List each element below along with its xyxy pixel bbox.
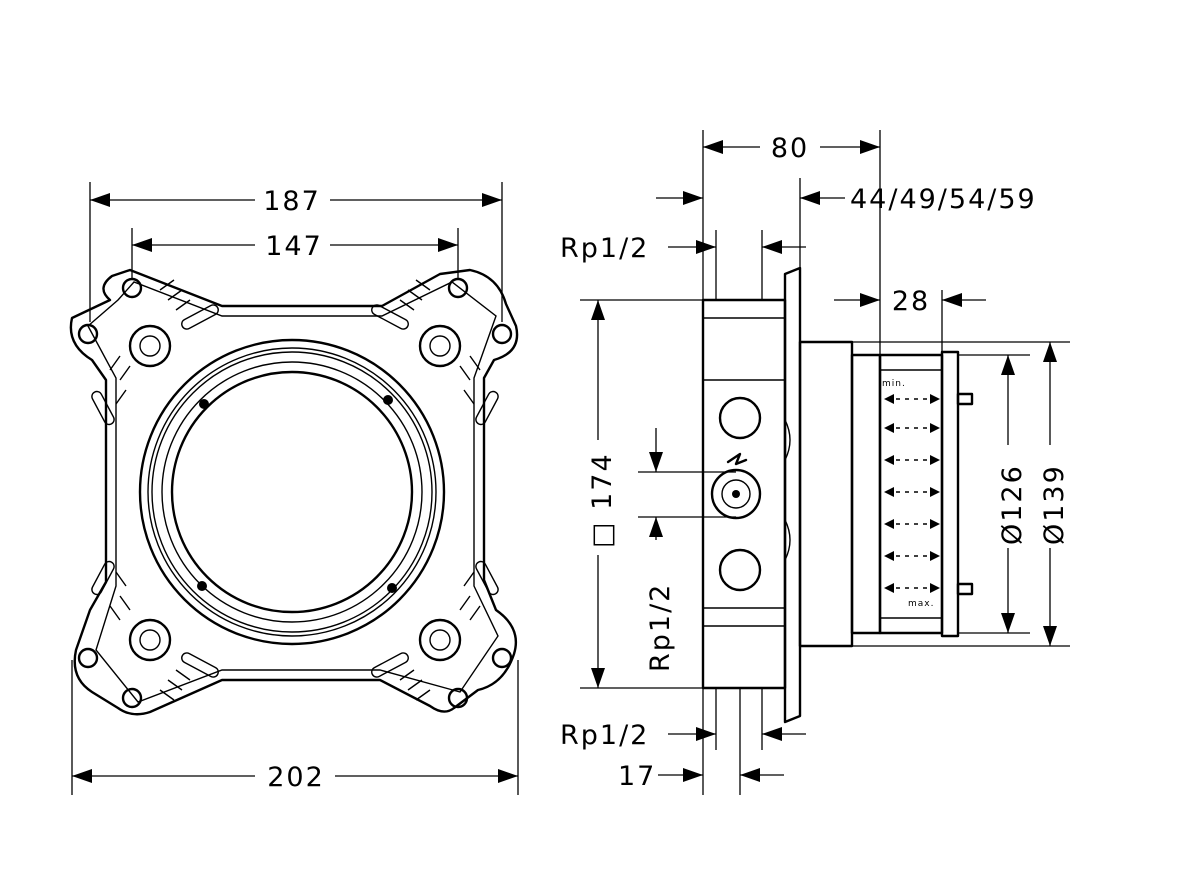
dim-d139: Ø139	[852, 341, 1070, 647]
ring-bolt	[199, 399, 209, 409]
dim-147-label: 147	[265, 231, 323, 262]
dim-187: 187	[89, 182, 503, 322]
dim-rp-vertical: Rp1/2	[638, 428, 736, 672]
dim-d126: Ø126	[958, 354, 1030, 634]
clip	[956, 582, 974, 596]
dim-depths-label: 44/49/54/59	[850, 184, 1037, 215]
port-center	[710, 468, 762, 520]
dim-rp-vertical-label: Rp1/2	[645, 583, 676, 672]
ring-bolt	[197, 581, 207, 591]
dim-147: 147	[131, 228, 459, 278]
dim-28: 28	[834, 286, 986, 352]
adjust-marks: min. max.	[882, 379, 940, 609]
dim-d139-label: Ø139	[1039, 464, 1070, 545]
front-view: 187 147 202	[69, 182, 519, 795]
dim-rp-top-label: Rp1/2	[560, 233, 649, 264]
port-bottom	[718, 548, 762, 592]
corner-hub-bottom-right	[371, 560, 513, 709]
plate-inner-outline	[87, 281, 499, 703]
dim-187-label: 187	[263, 186, 321, 217]
corner-hub-top-right	[371, 277, 513, 426]
flange-plate	[783, 266, 802, 724]
dim-202: 202	[71, 660, 519, 795]
dim-d126-label: Ø126	[997, 464, 1028, 545]
flow-arrow-icon	[726, 452, 748, 466]
sleeve	[850, 353, 882, 635]
dim-depths: 44/49/54/59	[656, 178, 1037, 268]
dim-28-label: 28	[892, 286, 930, 317]
dim-80-label: 80	[771, 133, 809, 164]
label-min: min.	[882, 379, 906, 389]
ring-4	[161, 361, 423, 623]
ring-bolt	[387, 583, 397, 593]
dim-202-label: 202	[267, 762, 325, 793]
ring-2	[147, 347, 437, 637]
cover-ring	[940, 350, 960, 638]
dim-rp-bottom: Rp1/2	[560, 688, 806, 751]
clip	[956, 392, 974, 406]
inner-opening	[170, 370, 414, 614]
outer-ring	[138, 338, 446, 646]
dim-174: □ 174	[580, 299, 703, 689]
ring-3	[151, 351, 433, 633]
plate-outline	[69, 268, 519, 716]
dim-rp-top: Rp1/2	[560, 230, 806, 300]
ring-bolt	[383, 395, 393, 405]
corner-hub-top-left	[77, 277, 219, 426]
dim-174-label: □ 174	[587, 452, 618, 548]
dim-17-label: 17	[618, 761, 656, 792]
dim-80: 80	[702, 130, 881, 355]
valve-body	[701, 298, 787, 690]
label-max: max.	[908, 599, 934, 609]
port-top	[718, 396, 762, 440]
dim-17: 17	[618, 688, 784, 795]
corner-hub-bottom-left	[77, 560, 219, 709]
neck	[798, 340, 854, 648]
dim-rp-bottom-label: Rp1/2	[560, 720, 649, 751]
side-view: min. max.	[560, 130, 1070, 795]
